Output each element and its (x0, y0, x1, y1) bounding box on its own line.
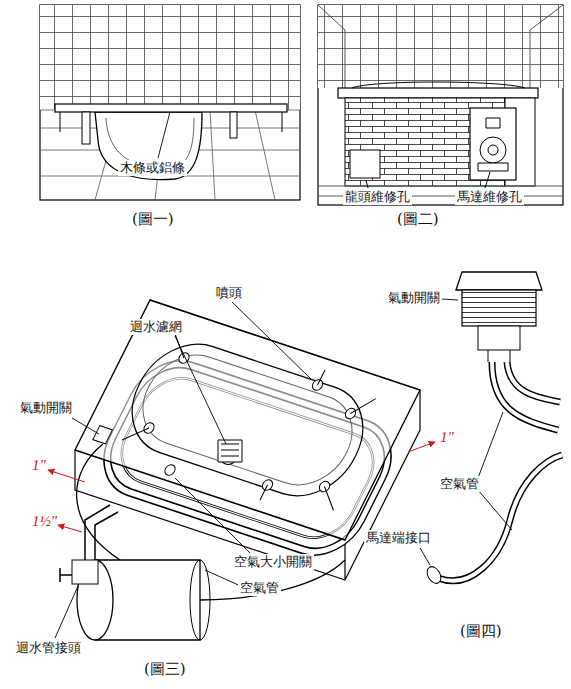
figure-caption: (圖一) (130, 210, 176, 228)
part-label: 氣動開關 (18, 400, 74, 416)
size-note: 1" (438, 428, 456, 446)
part-label: 氣動開關 (386, 290, 442, 306)
part-label: 龍頭維修孔 (343, 189, 412, 205)
size-note: 1" (30, 456, 48, 474)
figure-1 (40, 5, 300, 200)
part-label: 空氣管 (238, 580, 281, 596)
figure-3 (48, 300, 435, 640)
figure-caption: (圖四) (458, 622, 504, 640)
part-label: 木條或鋁條 (118, 160, 187, 176)
part-label: 空氣大小開關 (232, 554, 314, 570)
part-label: 馬達維修孔 (455, 189, 524, 205)
figure-4 (420, 272, 562, 586)
part-label: 迴水管接頭 (14, 640, 83, 656)
part-label: 迴水濾網 (128, 319, 184, 335)
size-note: 1½" (30, 512, 59, 530)
part-label: 馬達端接口 (364, 530, 433, 546)
figure-2 (318, 5, 563, 205)
part-label: 空氣管 (438, 476, 481, 492)
figure-caption: (圖二) (395, 210, 441, 228)
part-label: 噴頭 (214, 285, 244, 301)
figure-caption: (圖三) (142, 660, 188, 678)
